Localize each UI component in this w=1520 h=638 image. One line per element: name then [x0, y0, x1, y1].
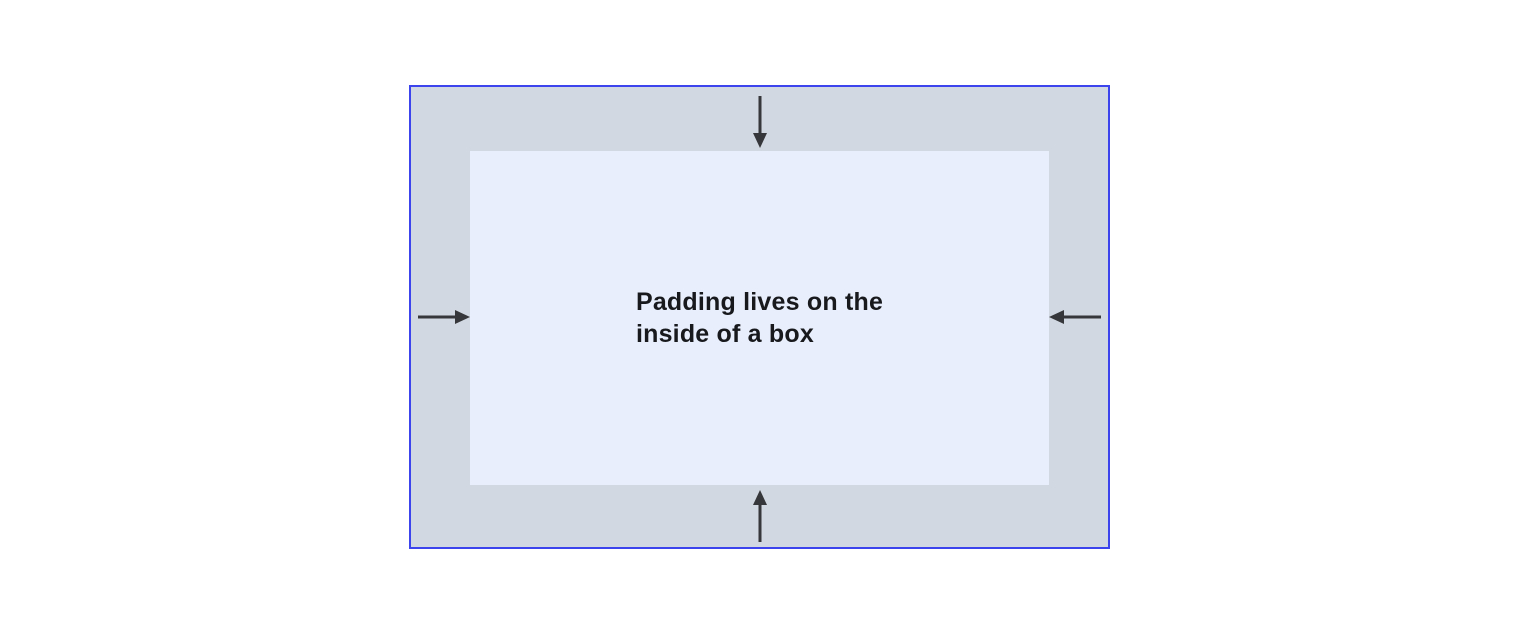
arrow-right-icon: [418, 310, 470, 324]
caption-line-1: Padding lives on the: [635, 288, 884, 316]
content-box: Padding lives on the inside of a box: [470, 151, 1049, 485]
padding-box: Padding lives on the inside of a box: [409, 85, 1110, 549]
caption-line-2: inside of a box: [635, 320, 814, 348]
caption: Padding lives on the inside of a box: [636, 286, 883, 350]
arrow-down-icon: [752, 96, 767, 148]
arrow-left-icon: [1049, 310, 1101, 324]
arrow-up-icon: [752, 490, 767, 542]
